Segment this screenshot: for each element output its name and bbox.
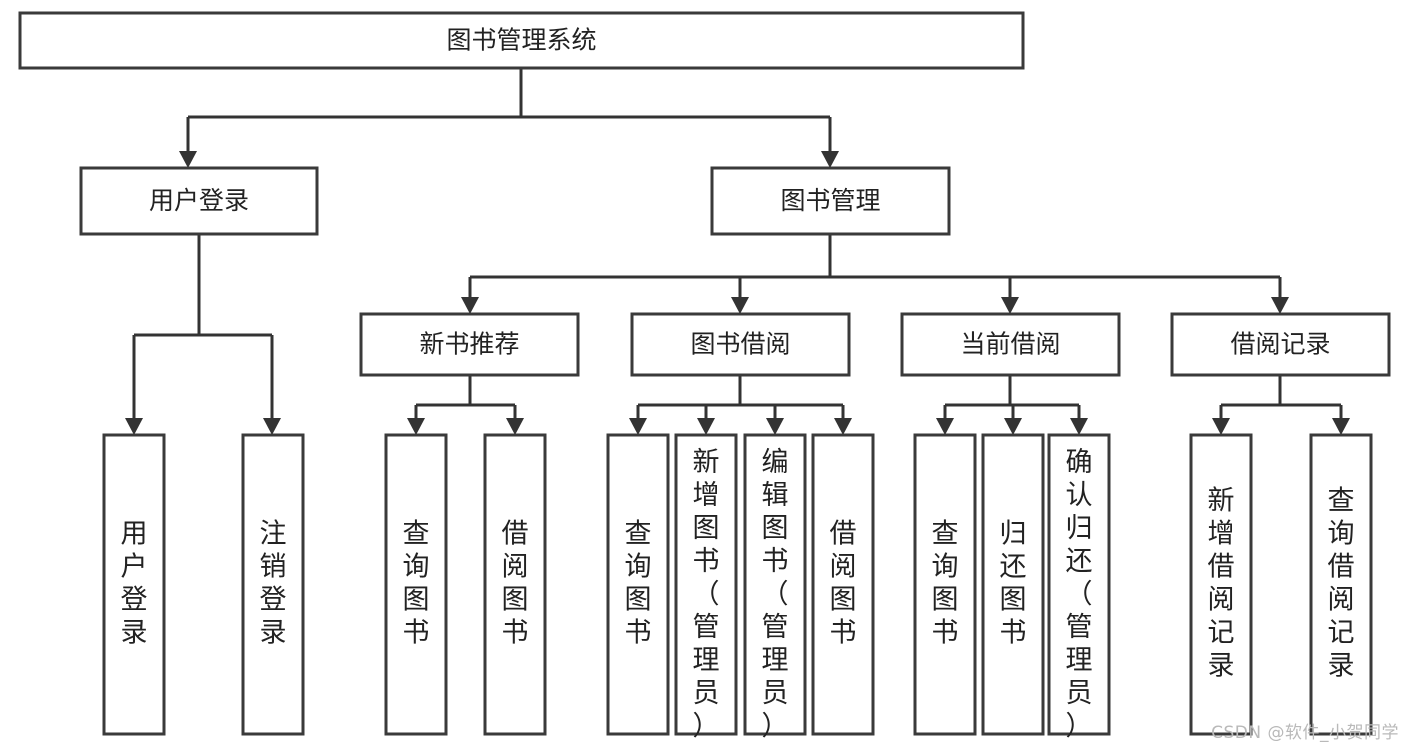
node-label: 新书推荐 bbox=[419, 330, 519, 359]
node-label: 查询图书 bbox=[932, 519, 959, 649]
node-label: 图书管理 bbox=[780, 186, 880, 215]
node-label: 用户登录 bbox=[149, 186, 249, 215]
node-label: 借阅图书 bbox=[830, 519, 857, 649]
edge-book-management-bus bbox=[461, 234, 1289, 314]
edge-root-bus bbox=[179, 68, 839, 168]
node-leaf-user-login[interactable]: 用户登录 bbox=[102, 433, 166, 736]
node-label: 编辑图书（管理员） bbox=[762, 447, 789, 742]
node-borrow-record[interactable]: 借阅记录 bbox=[1170, 312, 1391, 377]
node-user-login[interactable]: 用户登录 bbox=[79, 166, 319, 236]
node-label: 查询图书 bbox=[403, 519, 430, 649]
edge-user-login-bus bbox=[125, 234, 281, 435]
node-label: 用户登录 bbox=[121, 519, 148, 649]
node-leaf-confirm-return-admin[interactable]: 确认归还（管理员） bbox=[1047, 433, 1111, 742]
node-label: 新增图书（管理员） bbox=[693, 447, 720, 742]
node-current-borrow[interactable]: 当前借阅 bbox=[900, 312, 1121, 377]
node-label: 注销登录 bbox=[260, 519, 287, 649]
node-leaf-edit-book-admin[interactable]: 编辑图书（管理员） bbox=[743, 433, 807, 742]
node-leaf-add-borrow-record[interactable]: 新增借阅记录 bbox=[1189, 433, 1253, 736]
node-label: 图书管理系统 bbox=[446, 26, 596, 55]
node-leaf-add-book-admin[interactable]: 新增图书（管理员） bbox=[674, 433, 738, 742]
node-leaf-logout-login[interactable]: 注销登录 bbox=[241, 433, 305, 736]
node-book-management[interactable]: 图书管理 bbox=[710, 166, 951, 236]
node-label: 查询借阅记录 bbox=[1328, 486, 1355, 682]
node-label: 确认归还（管理员） bbox=[1066, 447, 1093, 742]
node-label: 借阅图书 bbox=[502, 519, 529, 649]
node-book-borrow[interactable]: 图书借阅 bbox=[630, 312, 851, 377]
node-label: 查询图书 bbox=[625, 519, 652, 649]
edge-borrow-record-bus bbox=[1212, 375, 1350, 435]
watermark-text: CSDN @软件_小贺同学 bbox=[1211, 723, 1399, 743]
node-label: 借阅记录 bbox=[1230, 330, 1330, 359]
node-leaf-borrow-book[interactable]: 借阅图书 bbox=[811, 433, 875, 736]
edge-book-borrow-bus bbox=[629, 375, 852, 435]
node-label: 新增借阅记录 bbox=[1208, 486, 1235, 682]
node-label: 当前借阅 bbox=[960, 330, 1060, 359]
node-leaf-return-book[interactable]: 归还图书 bbox=[981, 433, 1045, 736]
node-label: 归还图书 bbox=[1000, 519, 1027, 649]
node-leaf-query-book-rec[interactable]: 查询图书 bbox=[384, 433, 448, 736]
node-leaf-borrow-book-rec[interactable]: 借阅图书 bbox=[483, 433, 547, 736]
node-new-book-recommend[interactable]: 新书推荐 bbox=[359, 312, 580, 377]
node-root[interactable]: 图书管理系统 bbox=[18, 11, 1025, 70]
edge-new-book-recommend-bus bbox=[407, 375, 524, 435]
node-leaf-query-book-borrow[interactable]: 查询图书 bbox=[606, 433, 670, 736]
node-leaf-query-book-current[interactable]: 查询图书 bbox=[913, 433, 977, 736]
edge-current-borrow-bus bbox=[936, 375, 1088, 435]
node-label: 图书借阅 bbox=[690, 330, 790, 359]
node-leaf-query-borrow-record[interactable]: 查询借阅记录 bbox=[1309, 433, 1373, 736]
